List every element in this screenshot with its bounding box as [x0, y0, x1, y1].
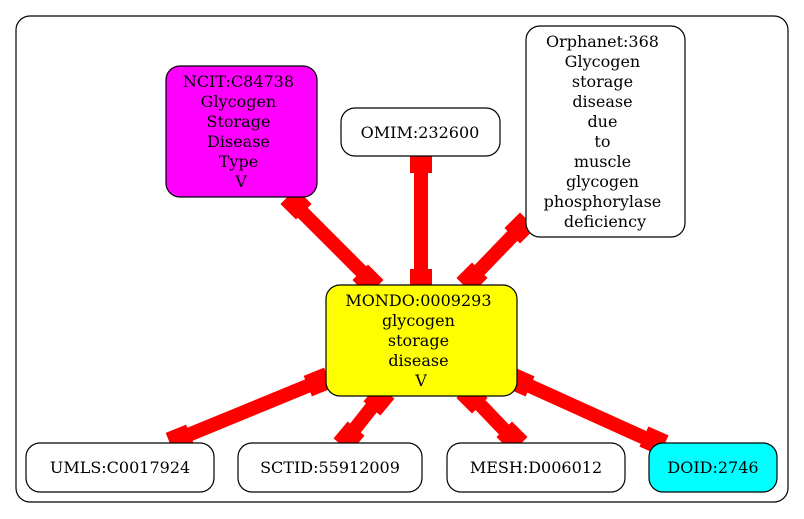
node-box — [25, 442, 215, 493]
edge-end-marker — [303, 367, 333, 397]
node-label: Orphanet:368 Glycogen storage disease du… — [544, 32, 667, 231]
node-label: NCIT:C84738 Glycogen Storage Disease Typ… — [183, 72, 299, 191]
node-mesh[interactable]: MESH:D006012 — [446, 442, 626, 493]
node-omim[interactable]: OMIM:232600 — [340, 107, 501, 157]
node-box — [165, 65, 318, 198]
node-box — [325, 284, 518, 397]
nodes-layer: NCIT:C84738 Glycogen Storage Disease Typ… — [25, 25, 778, 493]
node-box — [446, 442, 626, 493]
edge-line — [287, 197, 376, 286]
node-umls[interactable]: UMLS:C0017924 — [25, 442, 215, 493]
edge-line — [509, 371, 661, 451]
node-label: MESH:D006012 — [470, 458, 602, 477]
node-label: UMLS:C0017924 — [50, 458, 190, 477]
node-label: MONDO:0009293 glycogen storage disease V — [345, 291, 496, 390]
node-label: SCTID:55912009 — [260, 458, 400, 477]
node-box — [525, 25, 686, 238]
node-label: OMIM:232600 — [361, 123, 480, 142]
node-box — [237, 442, 423, 493]
node-ncit[interactable]: NCIT:C84738 Glycogen Storage Disease Typ… — [165, 65, 318, 198]
node-orphanet[interactable]: Orphanet:368 Glycogen storage disease du… — [525, 25, 686, 238]
node-box — [340, 107, 501, 157]
node-doid[interactable]: DOID:2746 — [648, 442, 778, 493]
node-sctid[interactable]: SCTID:55912009 — [237, 442, 423, 493]
node-label: DOID:2746 — [667, 458, 758, 477]
edge-line — [173, 373, 325, 447]
node-center[interactable]: MONDO:0009293 glycogen storage disease V — [325, 284, 518, 397]
node-box — [648, 442, 778, 493]
